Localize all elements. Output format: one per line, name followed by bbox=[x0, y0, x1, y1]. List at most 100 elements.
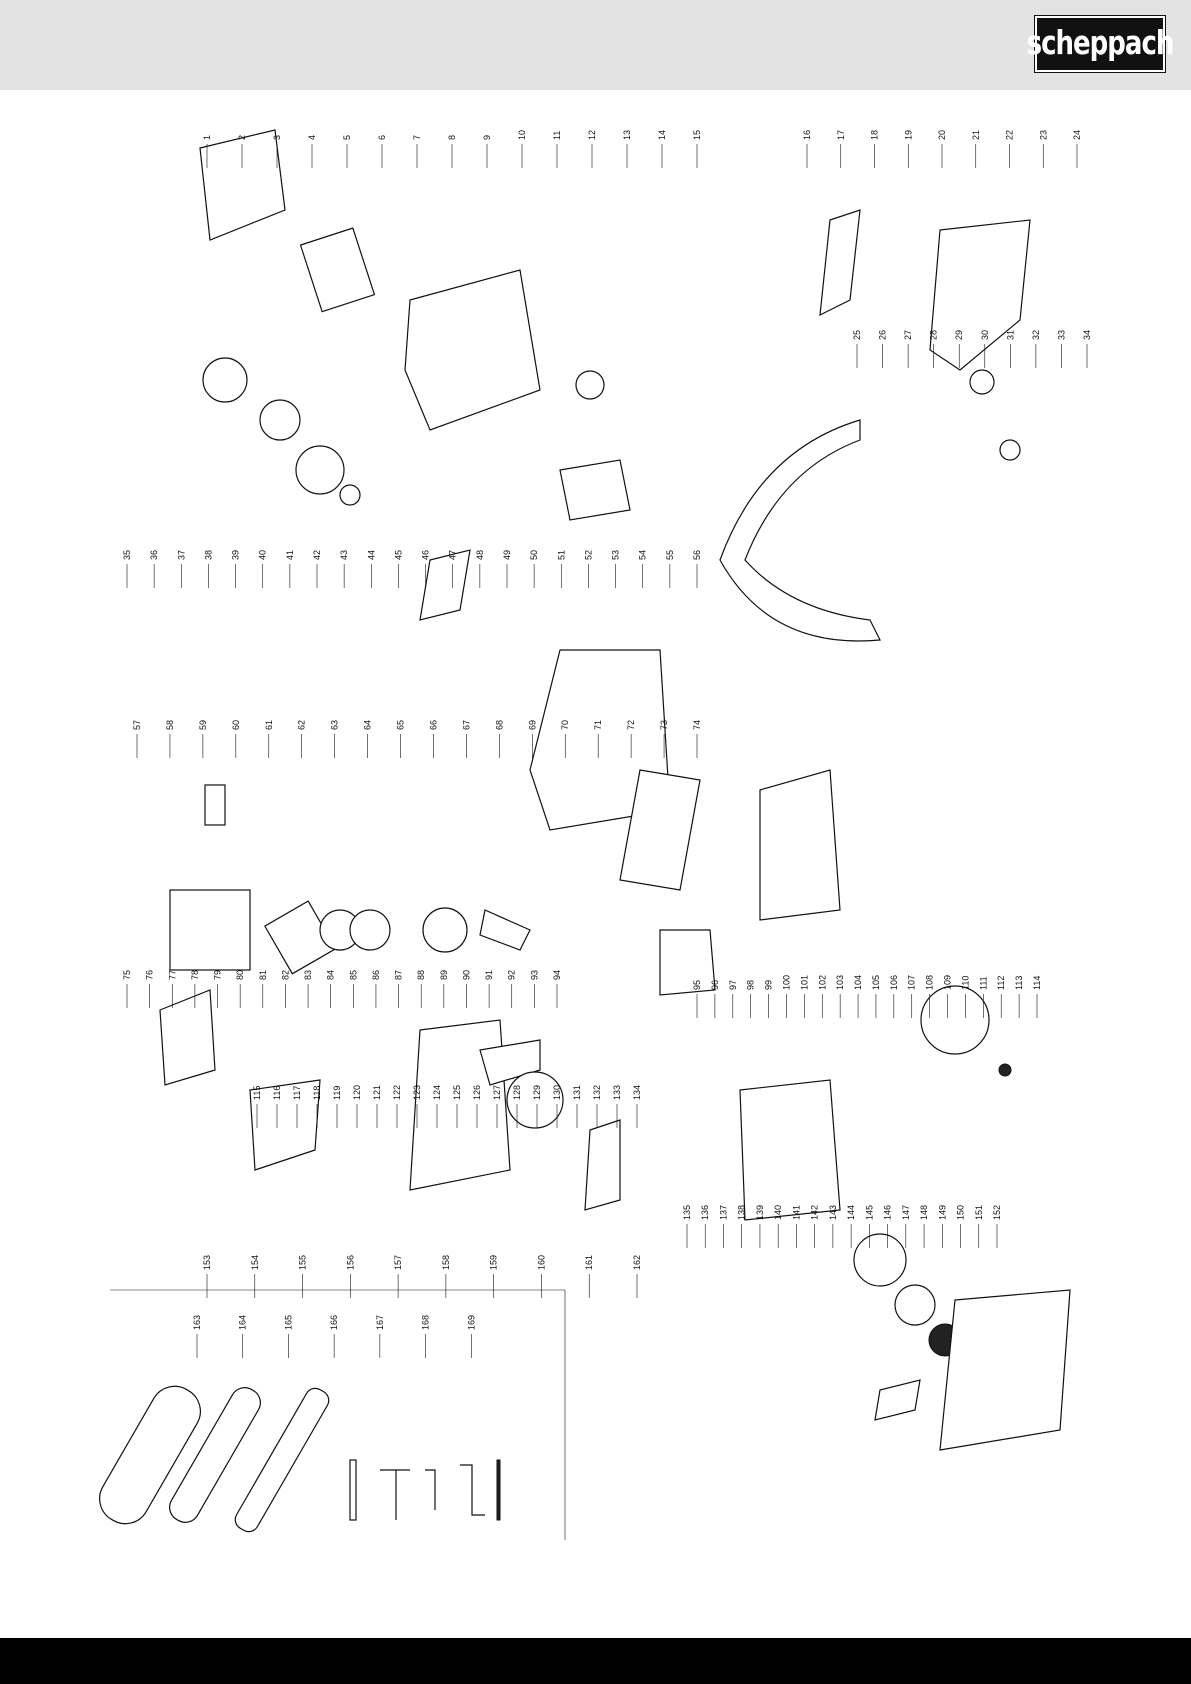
intake-gasket-part bbox=[559, 459, 631, 521]
callout-66: 66 bbox=[428, 720, 438, 730]
callout-114: 114 bbox=[1032, 976, 1042, 990]
callout-78: 78 bbox=[190, 970, 200, 980]
callout-88: 88 bbox=[416, 970, 426, 980]
callout-141: 141 bbox=[791, 1205, 801, 1220]
callout-169: 169 bbox=[466, 1315, 476, 1330]
callout-85: 85 bbox=[348, 970, 358, 980]
callout-1: 1 bbox=[202, 135, 212, 140]
callout-102: 102 bbox=[817, 975, 827, 990]
callout-43: 43 bbox=[339, 550, 349, 560]
callout-89: 89 bbox=[439, 970, 449, 980]
callout-155: 155 bbox=[298, 1255, 308, 1270]
callout-133: 133 bbox=[612, 1085, 622, 1100]
starter-pulley-part bbox=[853, 1233, 907, 1287]
callout-160: 160 bbox=[536, 1255, 546, 1270]
oil-tank-part bbox=[659, 929, 716, 996]
callout-158: 158 bbox=[441, 1255, 451, 1270]
callout-122: 122 bbox=[392, 1085, 402, 1100]
callout-4: 4 bbox=[307, 135, 317, 140]
damper-part-2 bbox=[999, 439, 1021, 461]
callout-35: 35 bbox=[122, 550, 132, 560]
callout-107: 107 bbox=[907, 975, 917, 990]
callout-151: 151 bbox=[974, 1205, 984, 1220]
callout-112: 112 bbox=[996, 976, 1006, 990]
callout-164: 164 bbox=[238, 1315, 248, 1330]
callout-146: 146 bbox=[883, 1205, 893, 1220]
callout-152: 152 bbox=[992, 1205, 1002, 1220]
callout-69: 69 bbox=[527, 720, 537, 730]
needle-bearing-part bbox=[339, 484, 361, 506]
callout-84: 84 bbox=[326, 970, 336, 980]
callout-16: 16 bbox=[802, 130, 812, 140]
callout-28: 28 bbox=[929, 330, 939, 340]
callout-9: 9 bbox=[482, 135, 492, 140]
callout-45: 45 bbox=[393, 550, 403, 560]
callout-123: 123 bbox=[412, 1085, 422, 1100]
hex-key-part-2 bbox=[460, 1464, 485, 1516]
screwdriver-part bbox=[496, 1459, 501, 1521]
callout-163: 163 bbox=[192, 1315, 202, 1330]
chain-guard-part bbox=[99, 1385, 201, 1525]
callout-150: 150 bbox=[956, 1205, 966, 1220]
callout-46: 46 bbox=[421, 550, 431, 560]
callout-81: 81 bbox=[258, 970, 268, 980]
parts-layer bbox=[99, 129, 1071, 1540]
callout-77: 77 bbox=[167, 970, 177, 980]
callout-29: 29 bbox=[954, 330, 964, 340]
callout-104: 104 bbox=[853, 975, 863, 990]
callout-76: 76 bbox=[145, 970, 155, 980]
callout-94: 94 bbox=[552, 970, 562, 980]
brake-spring-part bbox=[506, 1071, 564, 1129]
clutch-drum-part bbox=[295, 445, 345, 495]
throttle-lever-part bbox=[819, 209, 861, 317]
callout-5: 5 bbox=[342, 135, 352, 140]
file-part bbox=[349, 1459, 357, 1521]
fan-cover-part bbox=[939, 1289, 1071, 1451]
callout-37: 37 bbox=[176, 550, 186, 560]
callout-61: 61 bbox=[264, 720, 274, 730]
callout-52: 52 bbox=[583, 550, 593, 560]
callout-22: 22 bbox=[1005, 130, 1015, 140]
callout-63: 63 bbox=[330, 720, 340, 730]
callout-80: 80 bbox=[235, 970, 245, 980]
callout-165: 165 bbox=[283, 1315, 293, 1330]
callout-87: 87 bbox=[394, 970, 404, 980]
callout-139: 139 bbox=[755, 1205, 765, 1220]
starter-housing-part bbox=[739, 1079, 841, 1221]
callout-11: 11 bbox=[552, 131, 562, 140]
callout-100: 100 bbox=[781, 975, 791, 990]
callout-32: 32 bbox=[1031, 330, 1041, 340]
callout-90: 90 bbox=[461, 970, 471, 980]
callout-140: 140 bbox=[773, 1205, 783, 1220]
ignition-module-part bbox=[759, 769, 841, 921]
callout-99: 99 bbox=[764, 980, 774, 990]
callout-74: 74 bbox=[692, 720, 702, 730]
callout-19: 19 bbox=[903, 130, 913, 140]
callout-41: 41 bbox=[285, 550, 295, 560]
callout-47: 47 bbox=[448, 550, 458, 560]
callout-51: 51 bbox=[556, 550, 566, 560]
callout-109: 109 bbox=[943, 975, 953, 990]
oil-pump-part bbox=[419, 549, 471, 621]
callout-143: 143 bbox=[828, 1205, 838, 1220]
callout-131: 131 bbox=[572, 1085, 582, 1100]
callout-31: 31 bbox=[1005, 330, 1015, 340]
callout-54: 54 bbox=[638, 550, 648, 560]
callout-108: 108 bbox=[925, 975, 935, 990]
callout-50: 50 bbox=[529, 550, 539, 560]
callout-7: 7 bbox=[412, 135, 422, 140]
callout-56: 56 bbox=[692, 550, 702, 560]
callout-116: 116 bbox=[272, 1086, 282, 1100]
callout-126: 126 bbox=[472, 1085, 482, 1100]
callout-14: 14 bbox=[657, 130, 667, 140]
cylinder-part bbox=[169, 889, 251, 971]
callout-128: 128 bbox=[512, 1085, 522, 1100]
callout-106: 106 bbox=[889, 975, 899, 990]
callout-142: 142 bbox=[810, 1205, 820, 1220]
rear-handle-part bbox=[929, 219, 1031, 371]
callout-124: 124 bbox=[432, 1085, 442, 1100]
callout-2: 2 bbox=[237, 135, 247, 140]
